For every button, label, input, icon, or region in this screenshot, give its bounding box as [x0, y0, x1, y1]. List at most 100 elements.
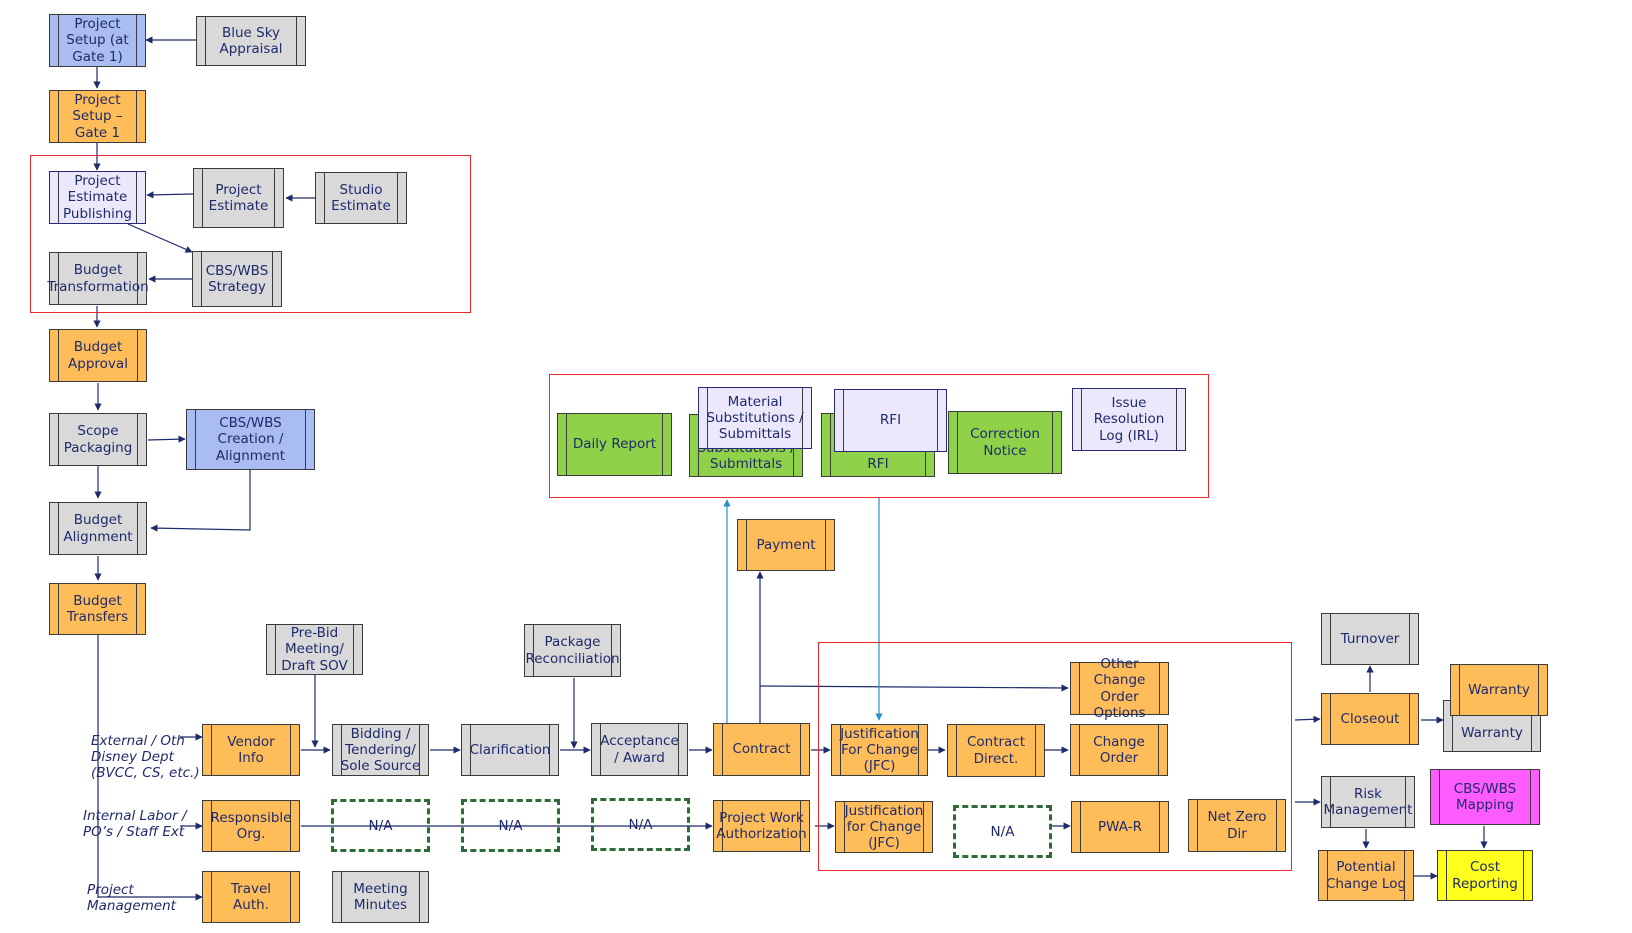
risk-management-node[interactable]: Risk Management [1321, 776, 1415, 828]
project-setup-gate1-node[interactable]: Project Setup (at Gate 1) [49, 14, 146, 67]
lane-label-pm: Project Management [87, 882, 176, 915]
node-label: Daily Report [572, 436, 657, 453]
node-label: Scope Packaging [63, 423, 133, 456]
pre-bid-meeting-node[interactable]: Pre-Bid Meeting/ Draft SOV [266, 624, 363, 675]
project-work-authorization-node[interactable]: Project Work Authorization [713, 800, 810, 852]
project-estimate-publishing-node[interactable]: Project Estimate Publishing [49, 171, 146, 224]
cbs-wbs-mapping-node[interactable]: CBS/WBS Mapping [1430, 769, 1540, 825]
node-label: Meeting Minutes [353, 880, 408, 913]
jfc-bottom-node[interactable]: Justification for Change (JFC) [835, 801, 933, 853]
node-label: Payment [756, 536, 816, 553]
change-management-group-box [818, 642, 1292, 871]
budget-transformation-node[interactable]: Budget Transformation [47, 252, 149, 305]
estimate-group-box [30, 155, 471, 313]
vendor-info-node[interactable]: Vendor Info [202, 724, 300, 776]
node-label: Potential Change Log [1325, 859, 1407, 892]
arrow-group-to-closeout [1294, 715, 1321, 723]
bidding-tendering-node[interactable]: Bidding / Tendering/ Sole Source [332, 724, 429, 776]
clarification-node[interactable]: Clarification [461, 724, 559, 776]
arrow-contract-to-other-options [759, 684, 1069, 692]
na-placeholder-4: N/A [953, 805, 1052, 858]
node-label: Issue Resolution Log (IRL) [1093, 395, 1165, 444]
node-label: Project Setup (at Gate 1) [66, 16, 129, 65]
pwa-r-node[interactable]: PWA-R [1071, 801, 1169, 853]
node-label: Net Zero Dir [1207, 809, 1267, 842]
warranty-front-node[interactable]: Warranty [1450, 664, 1548, 716]
node-label: Blue Sky Appraisal [219, 24, 283, 57]
na-label: N/A [368, 817, 393, 834]
cbs-wbs-creation-node[interactable]: CBS/WBS Creation / Alignment [186, 409, 315, 470]
jfc-top-node[interactable]: Justification For Change (JFC) [831, 724, 928, 776]
change-order-node[interactable]: Change Order [1070, 724, 1168, 776]
node-label: Warranty [1461, 724, 1523, 741]
node-label: Budget Transfers [66, 592, 129, 625]
scope-packaging-node[interactable]: Scope Packaging [49, 413, 147, 466]
node-label: Vendor Info [227, 733, 275, 766]
cost-reporting-node[interactable]: Cost Reporting [1437, 850, 1533, 901]
node-label: Cost Reporting [1452, 859, 1518, 892]
na-placeholder-2: N/A [461, 799, 560, 852]
acceptance-award-node[interactable]: Acceptance / Award [591, 723, 688, 776]
budget-alignment-node[interactable]: Budget Alignment [49, 502, 147, 555]
node-label: Project Estimate [208, 181, 269, 214]
node-label: Contract Direct. [966, 734, 1026, 767]
node-label: Justification for Change (JFC) [844, 802, 924, 852]
travel-auth-node[interactable]: Travel Auth. [202, 871, 300, 923]
issue-resolution-log-node[interactable]: Issue Resolution Log (IRL) [1072, 388, 1186, 451]
node-label: Bidding / Tendering/ Sole Source [340, 725, 421, 775]
node-label: Studio Estimate [331, 181, 391, 214]
potential-change-log-node[interactable]: Potential Change Log [1318, 850, 1414, 901]
node-label: Budget Transformation [47, 262, 149, 295]
field-management-group-box [549, 374, 1209, 498]
correction-notice-node[interactable]: Correction Notice [948, 411, 1062, 474]
node-label: RFI [879, 412, 902, 429]
node-label: Clarification [469, 741, 551, 758]
contract-node[interactable]: Contract [713, 723, 810, 776]
node-label: Correction Notice [970, 426, 1040, 459]
budget-approval-node[interactable]: Budget Approval [49, 329, 147, 382]
blue-sky-appraisal-node[interactable]: Blue Sky Appraisal [196, 16, 306, 66]
node-label: Project Setup – Gate 1 [72, 92, 123, 141]
node-label: Responsible Org. [210, 809, 292, 842]
node-label: Risk Management [1323, 785, 1413, 818]
meeting-minutes-node[interactable]: Meeting Minutes [332, 871, 429, 923]
other-change-order-options-node[interactable]: Other Change Order Options [1070, 656, 1169, 721]
node-label: RFI [867, 455, 889, 472]
node-label: CBS/WBS Mapping [1453, 780, 1517, 813]
contract-direct-node[interactable]: Contract Direct. [947, 724, 1045, 777]
net-zero-dir-node[interactable]: Net Zero Dir [1188, 799, 1286, 852]
rfi-front-node[interactable]: RFI [834, 389, 947, 452]
cbs-wbs-strategy-node[interactable]: CBS/WBS Strategy [192, 251, 282, 307]
node-label: Package Reconciliation [525, 634, 620, 667]
project-estimate-node[interactable]: Project Estimate [193, 168, 284, 228]
node-label: Other Change Order Options [1093, 656, 1146, 721]
daily-report-node[interactable]: Daily Report [557, 413, 672, 476]
responsible-org-node[interactable]: Responsible Org. [202, 800, 300, 852]
turnover-node[interactable]: Turnover [1321, 613, 1419, 665]
arrow-scope-to-cbs-creation [147, 435, 186, 443]
closeout-node[interactable]: Closeout [1321, 693, 1419, 745]
arrow-estimate-to-publishing [146, 191, 194, 199]
project-setup-dash-gate1-node[interactable]: Project Setup – Gate 1 [49, 90, 146, 143]
node-label: Acceptance / Award [600, 733, 679, 766]
node-label: Project Estimate Publishing [63, 173, 132, 222]
na-label: N/A [498, 817, 523, 834]
budget-transfers-node[interactable]: Budget Transfers [49, 583, 146, 635]
na-label: N/A [628, 816, 653, 833]
na-placeholder-1: N/A [331, 799, 430, 852]
studio-estimate-node[interactable]: Studio Estimate [315, 172, 407, 224]
node-label: Project Work Authorization [716, 809, 807, 842]
node-label: Justification For Change (JFC) [840, 725, 919, 775]
node-label: Travel Auth. [230, 880, 272, 913]
node-label: CBS/WBS Strategy [205, 262, 269, 295]
node-label: Turnover [1340, 630, 1400, 647]
package-reconciliation-node[interactable]: Package Reconciliation [524, 624, 621, 677]
node-label: Closeout [1340, 710, 1400, 727]
material-submittals-front-node[interactable]: Material Substitutions / Submittals [698, 387, 812, 449]
na-label: N/A [990, 823, 1015, 840]
lane-label-internal: Internal Labor / PO’s / Staff Ext [83, 808, 187, 841]
payment-node[interactable]: Payment [737, 519, 835, 571]
node-label: CBS/WBS Creation / Alignment [215, 415, 286, 464]
